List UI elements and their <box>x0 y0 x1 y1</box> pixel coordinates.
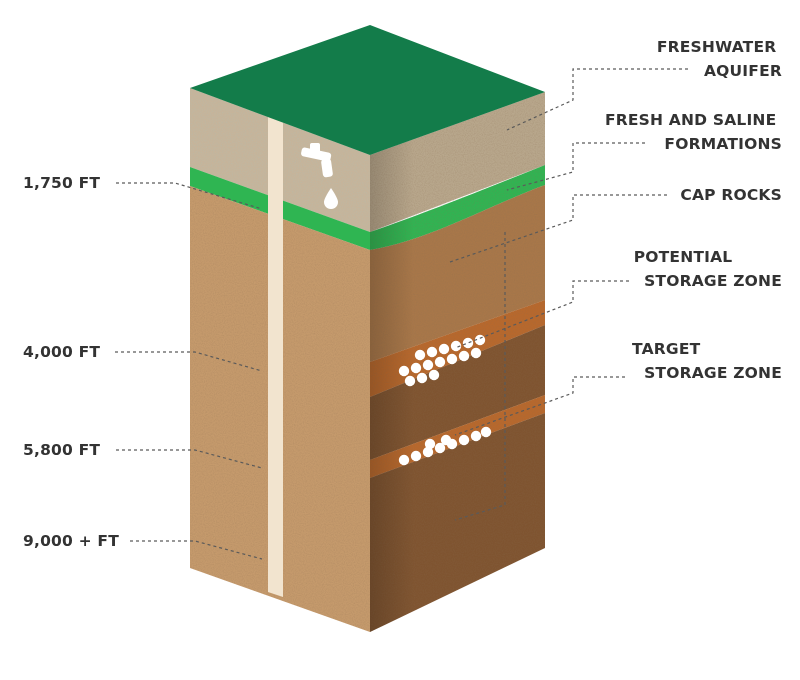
co2-bubble <box>398 454 410 466</box>
co2-bubble <box>422 359 434 371</box>
co2-bubble <box>434 356 446 368</box>
water-tap-icon <box>301 143 338 209</box>
co2-bubble <box>422 446 434 458</box>
depth-labels: 1,750 FT 4,000 FT 5,800 FT 9,000 + FT <box>23 174 263 560</box>
co2-bubble-icon <box>398 426 492 466</box>
svg-text:FRESH AND SALINE FORMATI: FRESH AND SALINE FORMATIONS <box>605 111 782 153</box>
co2-bubble <box>470 347 482 359</box>
co2-bubble <box>414 349 426 361</box>
co2-bubble <box>410 450 422 462</box>
co2-bubble <box>424 438 436 450</box>
co2-bubble <box>416 372 428 384</box>
co2-bubble <box>458 434 470 446</box>
label-formations-line1: FRESH AND SALINE <box>605 111 776 129</box>
label-target-line1: TARGET <box>632 340 701 358</box>
co2-bubble <box>480 426 492 438</box>
column-left-face <box>190 88 370 632</box>
co2-bubble <box>458 350 470 362</box>
depth-label-9000: 9,000 + FT <box>23 532 119 550</box>
co2-bubble <box>438 343 450 355</box>
label-potential-line2: STORAGE ZONE <box>644 272 782 290</box>
depth-label-1750: 1,750 FT <box>23 174 100 192</box>
surface-top <box>190 25 545 155</box>
co2-bubble <box>440 434 452 446</box>
label-cap-rocks: CAP ROCKS <box>680 186 782 204</box>
depth-label-4000: 4,000 FT <box>23 343 100 361</box>
label-freshwater-line2: AQUIFER <box>704 62 782 80</box>
co2-bubble <box>410 362 422 374</box>
svg-text:TARGET STORAGE ZONE: TARGET STORAGE ZONE <box>632 340 782 382</box>
co2-bubble <box>446 353 458 365</box>
label-target-line2: STORAGE ZONE <box>644 364 782 382</box>
svg-text:FRESHWATER AQUIFER: FRESHWATER AQUIFER <box>657 38 782 80</box>
co2-bubble-icon <box>398 334 486 387</box>
layer-labels: FRESHWATER AQUIFER FRESH AND SALINE FORM… <box>449 38 782 521</box>
co2-bubble <box>398 365 410 377</box>
well-pipe <box>268 117 283 597</box>
depth-label-5800: 5,800 FT <box>23 441 100 459</box>
label-potential-line1: POTENTIAL <box>634 248 733 266</box>
co2-bubble <box>470 430 482 442</box>
co2-bubble <box>426 346 438 358</box>
label-formations-line2: FORMATIONS <box>664 135 782 153</box>
svg-text:POTENTIAL STORAGE ZONE: POTENTIAL STORAGE ZONE <box>634 248 782 290</box>
co2-bubble <box>462 337 474 349</box>
co2-bubble <box>434 442 446 454</box>
column-right-face <box>370 92 545 632</box>
co2-bubble <box>428 369 440 381</box>
co2-bubble <box>404 375 416 387</box>
co2-bubble <box>450 340 462 352</box>
label-freshwater-line1: FRESHWATER <box>657 38 777 56</box>
